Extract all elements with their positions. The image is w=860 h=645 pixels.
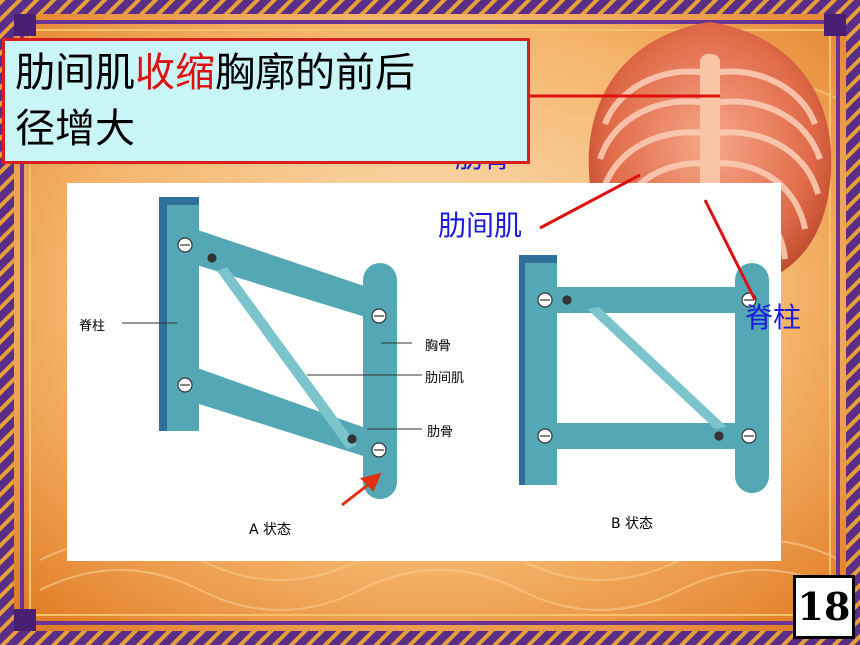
- title-box: 肋间肌收缩胸廓的前后 径增大: [2, 38, 530, 164]
- a-intercostal-label: 肋间肌: [425, 371, 465, 386]
- b-lower-rib: [533, 423, 759, 449]
- a-upper-rib: [177, 227, 385, 323]
- title-prefix: 肋间肌: [15, 50, 135, 96]
- mechanical-model-diagram: [122, 197, 769, 507]
- title-line1-suffix: 胸廓的前后: [215, 50, 415, 96]
- a-caption: A 状态: [249, 522, 292, 538]
- a-rib-label: 肋骨: [427, 425, 454, 440]
- b-upper-rib: [533, 287, 759, 313]
- b-intercostal-muscle: [587, 307, 727, 429]
- diagram-panel: 脊柱 胸骨 肋间肌 肋骨 A 状态 B 状态: [67, 183, 781, 561]
- title-highlight: 收缩: [135, 50, 215, 96]
- a-sternum-label: 胸骨: [425, 339, 452, 354]
- a-spine-label: 脊柱: [79, 319, 106, 334]
- b-caption: B 状态: [611, 516, 654, 532]
- photo-spine-label: 脊柱: [745, 301, 802, 334]
- photo-intercostal-label: 肋间肌: [438, 209, 523, 242]
- title-line2: 径增大: [15, 106, 135, 152]
- page-number: 18: [793, 575, 855, 639]
- a-intercostal-muscle: [217, 267, 357, 449]
- a-lower-rib: [177, 365, 385, 463]
